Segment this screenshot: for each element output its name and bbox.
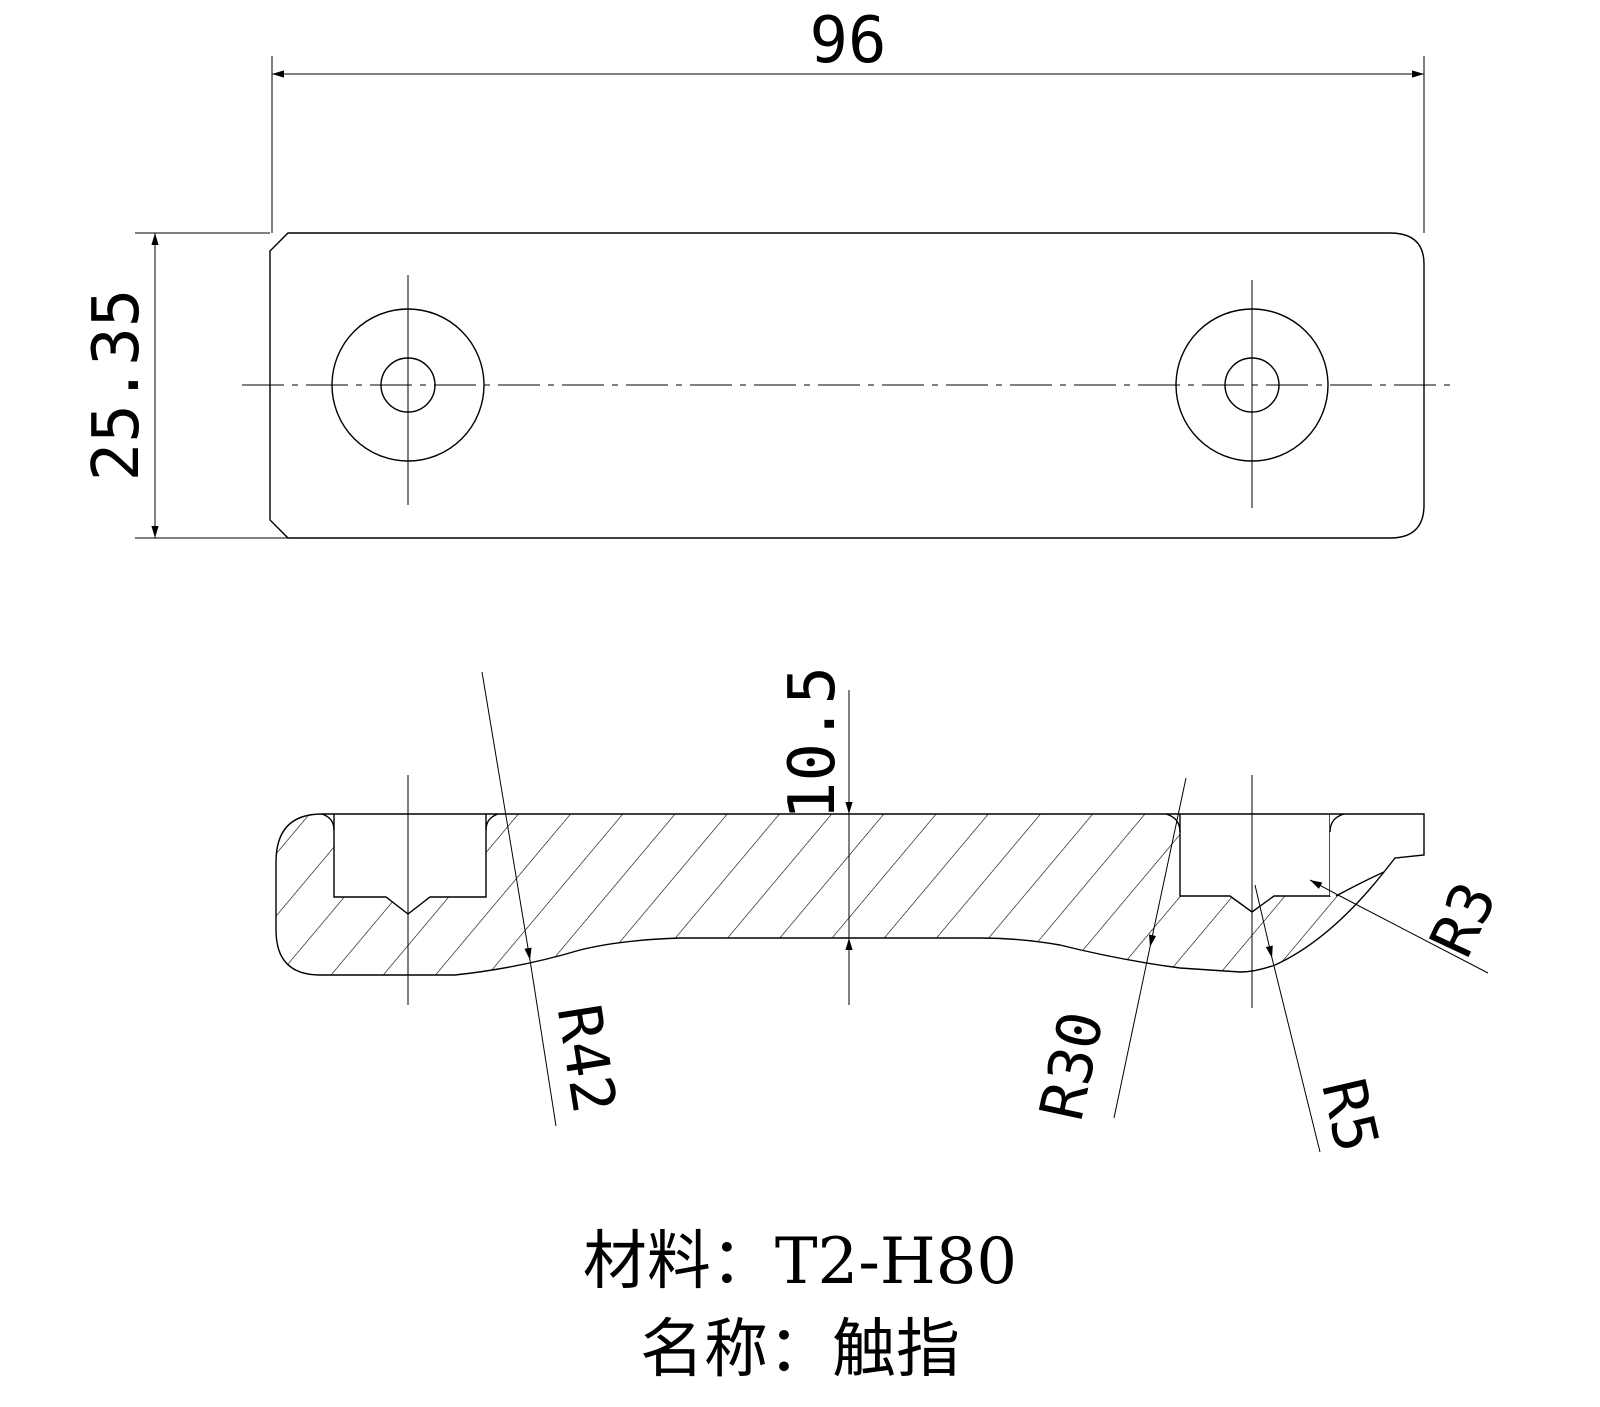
width-dimension: 25.35: [80, 232, 288, 539]
right-step-line: [1335, 871, 1385, 897]
length-label: 96: [809, 4, 886, 78]
plate-outline: [269, 232, 1425, 539]
length-dimension: 96: [271, 4, 1425, 233]
top-view: 96 25.35: [80, 4, 1456, 539]
width-label: 25.35: [80, 289, 154, 482]
right-hole: [1175, 280, 1329, 508]
r5-label: R5: [1307, 1072, 1391, 1158]
name-caption: 名称：触指: [640, 1313, 960, 1387]
right-step-void: [1330, 814, 1424, 896]
section-view: 10.5 R42 R30 R5 R3: [275, 666, 1511, 1159]
thickness-dimension: 10.5: [776, 666, 853, 1005]
pocket-fillet-left-b: [485, 813, 499, 831]
r3-label: R3: [1417, 872, 1511, 967]
r42-leader: R42: [481, 671, 629, 1127]
material-caption: 材料：T2-H80: [582, 1225, 1018, 1299]
section-outline: [275, 813, 1425, 976]
r5-leader: R5: [1254, 884, 1392, 1159]
r42-label: R42: [543, 1000, 629, 1118]
left-hole: [331, 275, 485, 505]
r30-label: R30: [1027, 1006, 1118, 1127]
pocket-fillet-left-a: [321, 813, 335, 831]
thickness-label: 10.5: [776, 666, 850, 820]
pocket-fillet-right-b: [1329, 813, 1345, 833]
